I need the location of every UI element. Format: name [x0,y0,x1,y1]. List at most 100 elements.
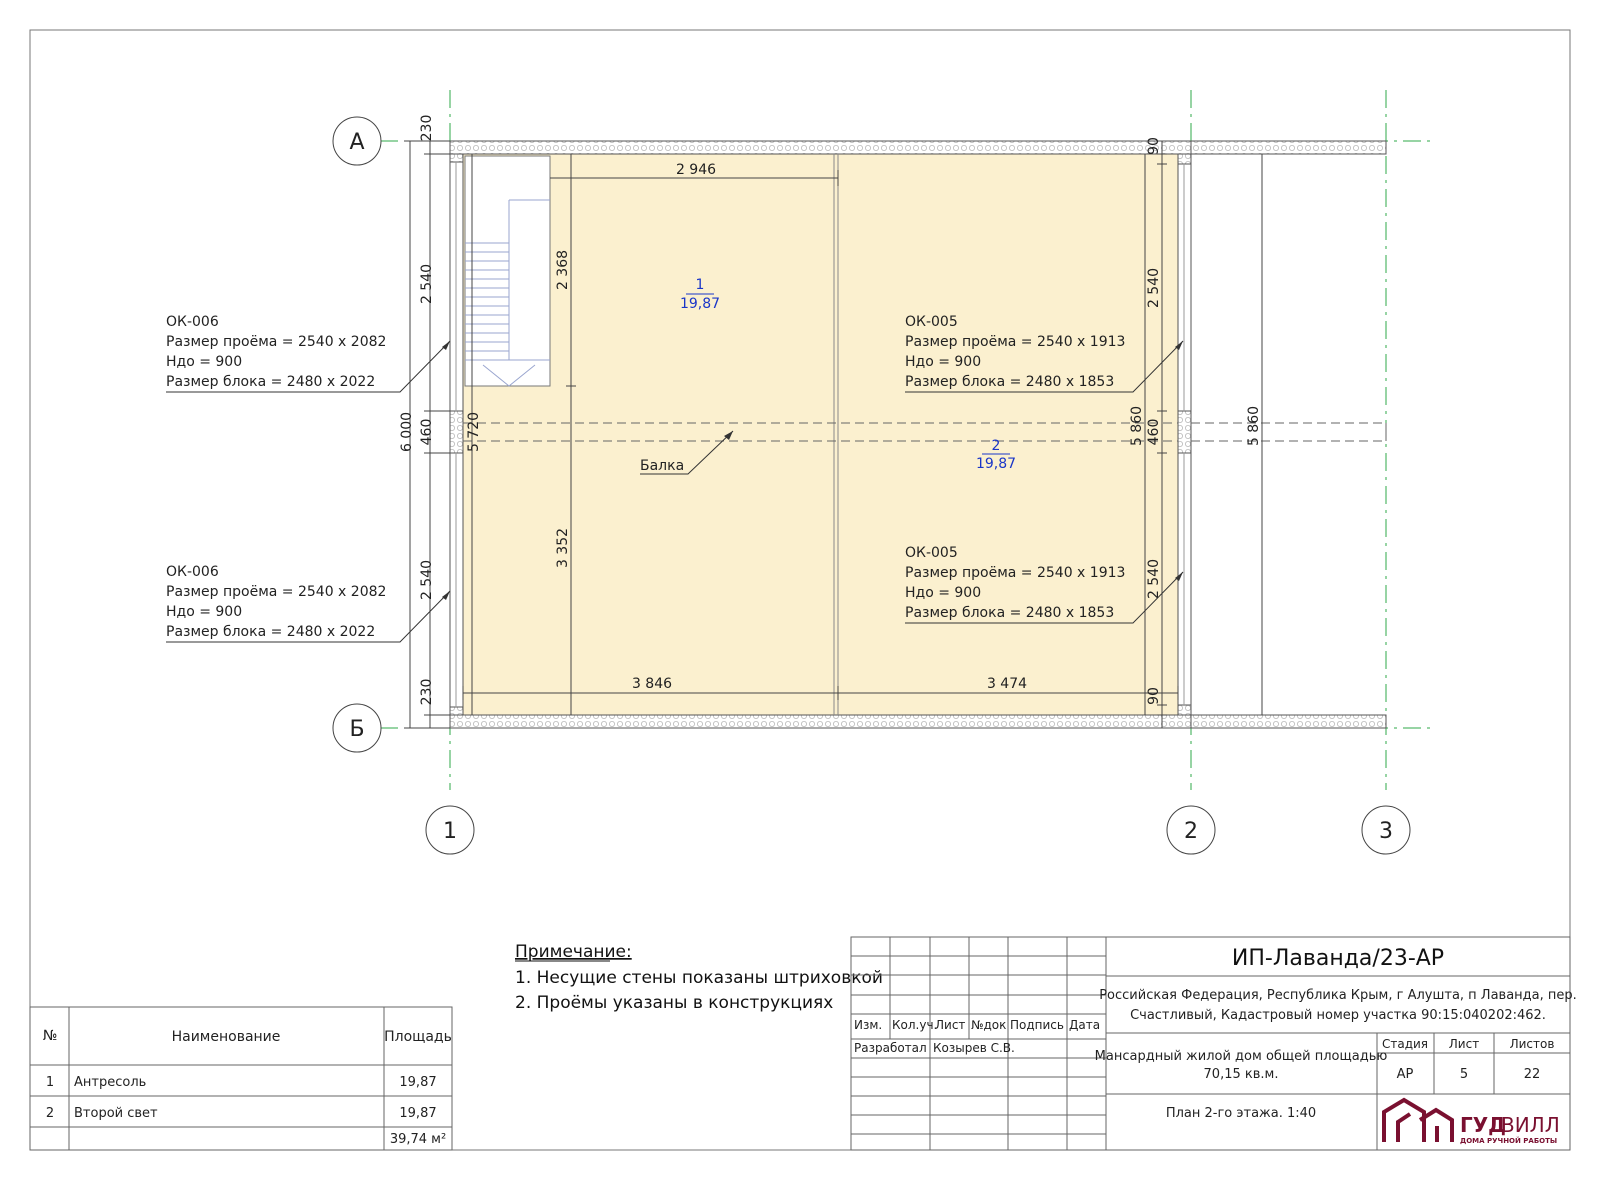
stair-opening [464,155,551,387]
svg-text:5 860: 5 860 [1129,406,1145,446]
svg-text:19,87: 19,87 [680,296,720,312]
svg-text:Балка: Балка [640,458,684,474]
floor-area [462,153,1179,716]
svg-text:2: 2 [1184,819,1198,844]
svg-text:3 352: 3 352 [555,528,571,568]
svg-text:ОК-006: ОК-006 [166,314,219,330]
svg-text:ОК-005: ОК-005 [905,314,958,330]
svg-text:19,87: 19,87 [976,456,1016,472]
svg-text:А: А [349,130,364,155]
window-callout-ok006-top: ОК-006 Размер проёма = 2540 х 2082 Hдо =… [166,314,451,393]
wall-right-top [1177,153,1192,165]
svg-text:ДОМА РУЧНОЙ РАБОТЫ: ДОМА РУЧНОЙ РАБОТЫ [1460,1136,1557,1145]
beam-leader: Балка [640,430,734,475]
svg-text:460: 460 [1146,419,1162,446]
svg-text:2 540: 2 540 [1146,559,1162,599]
svg-text:ОК-005: ОК-005 [905,545,958,561]
dimension-lines [404,140,1263,729]
svg-text:6 000: 6 000 [399,412,415,452]
svg-text:Наименование: Наименование [172,1029,281,1045]
floor-plan [449,140,1387,729]
svg-text:70,15 кв.м.: 70,15 кв.м. [1204,1067,1279,1082]
window-callout-ok005-bottom: ОК-005 Размер проёма = 2540 х 1913 Hдо =… [905,545,1184,624]
window-callout-ok006-bottom: ОК-006 Размер проёма = 2540 х 2082 Hдо =… [166,564,451,643]
svg-text:План 2-го этажа. 1:40: План 2-го этажа. 1:40 [1166,1106,1316,1121]
svg-text:Размер блока = 2480 х 1853: Размер блока = 2480 х 1853 [905,605,1114,621]
axis-bubble-b: Б [332,703,382,753]
svg-text:Hдо = 900: Hдо = 900 [166,354,242,370]
dimension-texts: 230 2 540 460 2 540 230 6 000 5 720 2 36… [399,115,1262,706]
axis-bubble-2: 2 [1166,805,1216,855]
svg-text:Счастливый, Кадастровый номер: Счастливый, Кадастровый номер участка 90… [1130,1008,1546,1023]
gudvill-logo: ГУД ВИЛЛ ДОМА РУЧНОЙ РАБОТЫ [1382,1097,1560,1145]
svg-text:5 860: 5 860 [1246,406,1262,446]
svg-text:3 846: 3 846 [632,676,672,692]
wall-top [449,140,1192,155]
house-logo-icon [1382,1097,1454,1142]
window-callout-ok005-top: ОК-005 Размер проёма = 2540 х 1913 Hдо =… [905,314,1184,393]
svg-text:Hдо = 900: Hдо = 900 [166,604,242,620]
svg-text:Размер проёма = 2540 х 1913: Размер проёма = 2540 х 1913 [905,565,1125,581]
svg-text:Размер блока = 2480 х 1853: Размер блока = 2480 х 1853 [905,374,1114,390]
axis-bubble-1: 1 [425,805,475,855]
wall-right-bottom [1177,704,1192,716]
svg-text:2 368: 2 368 [555,250,571,290]
title-block [850,936,1571,1151]
svg-text:90: 90 [1146,687,1162,705]
svg-text:2 946: 2 946 [676,162,716,178]
svg-text:АР: АР [1397,1067,1414,1082]
axis-bubble-a: А [332,116,382,166]
room-label-2: 2 19,87 [976,438,1016,472]
sheet-frame [29,29,1571,1151]
svg-text:Второй свет: Второй свет [74,1106,158,1121]
svg-text:Размер блока = 2480 х 2022: Размер блока = 2480 х 2022 [166,624,375,640]
svg-text:Б: Б [349,717,364,742]
wall-left-bottom [449,706,464,716]
svg-text:230: 230 [419,115,435,142]
svg-text:ВИЛЛ: ВИЛЛ [1501,1113,1560,1137]
svg-text:ИП-Лаванда/23-АР: ИП-Лаванда/23-АР [1232,946,1444,971]
svg-text:1. Несущие стены показаны штри: 1. Несущие стены показаны штриховкой [515,968,883,988]
svg-text:Стадия: Стадия [1382,1037,1428,1051]
svg-text:Изм.: Изм. [854,1018,882,1032]
svg-text:ГУД: ГУД [1460,1113,1506,1137]
svg-text:1: 1 [443,819,457,844]
beam-lines [463,422,1386,442]
svg-text:2 540: 2 540 [1146,268,1162,308]
svg-text:Размер блока = 2480 х 2022: Размер блока = 2480 х 2022 [166,374,375,390]
svg-text:Козырев С.В.: Козырев С.В. [933,1041,1015,1055]
svg-text:39,74 м²: 39,74 м² [390,1132,446,1147]
wall-bottom [449,714,1192,729]
wall-left-top [449,153,464,163]
svg-text:Лист: Лист [935,1018,965,1032]
room-label-1: 1 19,87 [680,277,720,312]
svg-text:Hдо = 900: Hдо = 900 [905,354,981,370]
svg-text:Кол.уч.: Кол.уч. [892,1018,937,1032]
svg-text:Антресоль: Антресоль [74,1075,146,1090]
svg-text:Размер проёма = 2540 х 1913: Размер проёма = 2540 х 1913 [905,334,1125,350]
svg-text:22: 22 [1524,1067,1541,1082]
svg-text:Дата: Дата [1069,1018,1100,1032]
svg-text:1: 1 [46,1075,54,1090]
svg-text:Площадь: Площадь [384,1029,452,1045]
wall-right-mid [1177,410,1192,454]
svg-text:Лист: Лист [1449,1037,1479,1051]
svg-text:Листов: Листов [1510,1037,1555,1051]
explication-table: № Наименование Площадь 1 Антресоль 19,87… [29,1006,453,1151]
title-block-text: Изм. Кол.уч. Лист №док Подпись Дата Разр… [854,946,1577,1121]
wall-ext-top [1190,140,1387,155]
svg-text:460: 460 [419,419,435,446]
svg-text:2: 2 [46,1106,54,1121]
notes: Примечание: 1. Несущие стены показаны шт… [515,942,883,1013]
svg-text:5 720: 5 720 [466,412,482,452]
svg-text:Примечание:: Примечание: [515,942,632,962]
svg-text:№док: №док [971,1018,1006,1032]
svg-text:19,87: 19,87 [399,1106,436,1121]
svg-text:Размер проёма = 2540 х 2082: Размер проёма = 2540 х 2082 [166,584,386,600]
axis-bubble-3: 3 [1361,805,1411,855]
svg-text:230: 230 [419,679,435,706]
svg-text:Российская Федерация, Республи: Российская Федерация, Республика Крым, г… [1099,988,1577,1003]
svg-text:90: 90 [1146,137,1162,155]
svg-text:Разработал: Разработал [854,1041,927,1055]
